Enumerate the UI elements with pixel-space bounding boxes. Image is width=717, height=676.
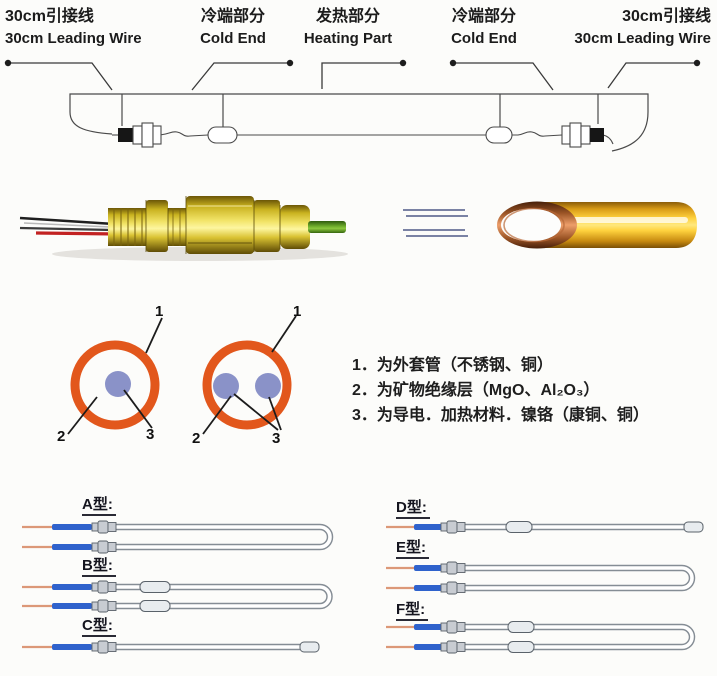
copper-tube-photo [497,201,697,249]
gland-b2 [91,599,117,613]
label-cold-end-left-zh: 冷端部分 [200,8,266,25]
cross-section-single-core [70,340,160,430]
cable-line-drawing [112,122,614,148]
cable-type-tubes-core [115,525,694,649]
gland-f2 [440,640,466,654]
label-leading-wire-left-zh: 30cm引接线 [5,8,94,25]
gland-a1 [91,520,117,534]
material-note-1: 1．为外套管（不锈钢、铜） [352,357,553,374]
material-note-2: 2．为矿物绝缘层（MgO、Al₂O₃） [352,382,600,399]
gland-c1 [91,640,117,654]
label-type-e: E型: [396,539,430,559]
label-leading-wire-right-zh: 30cm引接线 [622,8,711,25]
insulated-wires-photo [403,209,468,237]
label-heating-part: 发热部分 Heating Part [304,6,392,50]
label-leading-wire-right-en: 30cm Leading Wire [574,30,711,47]
gland-f1 [440,620,466,634]
label-cold-end-left: 冷端部分 Cold End [200,6,266,50]
callout-1-right: 1 [293,303,302,320]
label-type-a: A型: [82,496,116,516]
label-heating-part-zh: 发热部分 [315,8,381,25]
label-cold-end-right: 冷端部分 Cold End [451,6,517,50]
material-note-3: 3．为导电．加热材料．镍铬（康铜、铜） [352,407,649,424]
cross-section-twin-core [202,340,292,430]
label-leading-wire-left-en: 30cm Leading Wire [5,30,142,47]
label-heating-part-en: Heating Part [303,30,393,47]
gland-d1 [440,520,466,534]
label-type-b: B型: [82,557,116,577]
callout-1-left: 1 [155,303,164,320]
callout-2-right: 2 [192,430,201,447]
callout-3-right: 3 [272,430,281,447]
callout-2-left: 2 [57,428,66,445]
leader-dots [4,59,701,67]
left-gland-drawing [118,122,162,148]
cable-section-bracket [69,93,649,152]
callout-3-left: 3 [146,426,155,443]
cable-sleeves-and-caps [139,521,704,653]
label-cold-end-left-en: Cold End [200,30,266,47]
right-gland-drawing [561,122,604,148]
label-type-c: C型: [82,617,116,637]
cross-section-callout-lines [67,315,297,435]
gland-e1 [440,561,466,575]
top-schematic-leader-lines [8,62,697,91]
label-type-f: F型: [396,601,429,621]
label-type-d: D型: [396,499,430,519]
gland-e2 [440,581,466,595]
label-cold-end-right-en: Cold End [451,30,517,47]
label-leading-wire-right: 30cm引接线 30cm Leading Wire [574,6,711,50]
label-cold-end-right-zh: 冷端部分 [451,8,517,25]
cable-leads [22,520,466,654]
material-notes-list: 1．为外套管（不锈钢、铜） 2．为矿物绝缘层（MgO、Al₂O₃） 3．为导电．… [352,353,649,428]
brass-gland-photo [19,196,348,261]
gland-b1 [91,580,117,594]
gland-a2 [91,540,117,554]
label-leading-wire-left: 30cm引接线 30cm Leading Wire [5,6,142,50]
